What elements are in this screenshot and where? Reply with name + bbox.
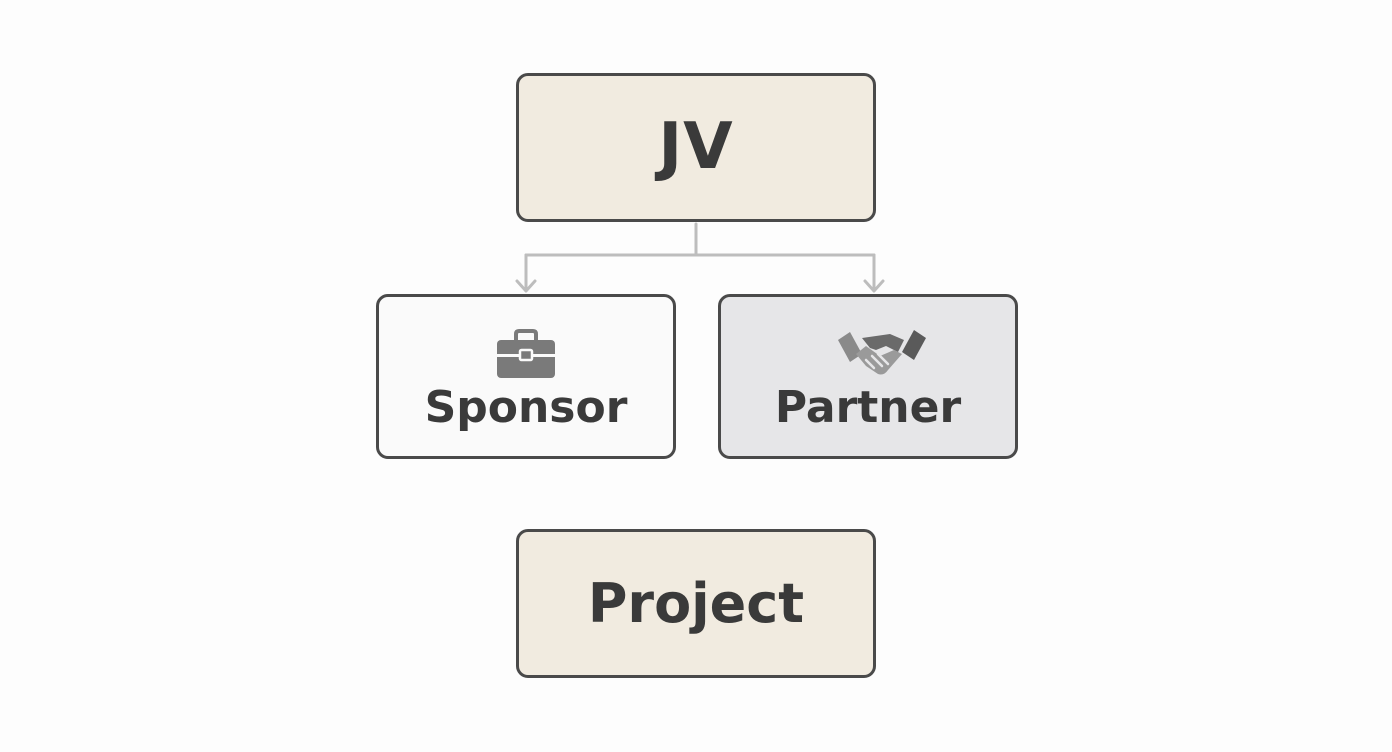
handshake-icon bbox=[836, 326, 926, 382]
briefcase-icon bbox=[494, 326, 558, 382]
partner-label: Partner bbox=[774, 382, 962, 434]
project-label: Project bbox=[587, 571, 805, 635]
sponsor-label: Sponsor bbox=[424, 382, 628, 434]
jv-node: JV bbox=[516, 73, 876, 222]
arrowhead-partner bbox=[863, 279, 885, 293]
sponsor-node: Sponsor bbox=[376, 294, 676, 459]
partner-node: Partner bbox=[718, 294, 1018, 459]
project-node: Project bbox=[516, 529, 876, 678]
arrowhead-sponsor bbox=[515, 279, 537, 293]
jv-label: JV bbox=[658, 110, 734, 185]
